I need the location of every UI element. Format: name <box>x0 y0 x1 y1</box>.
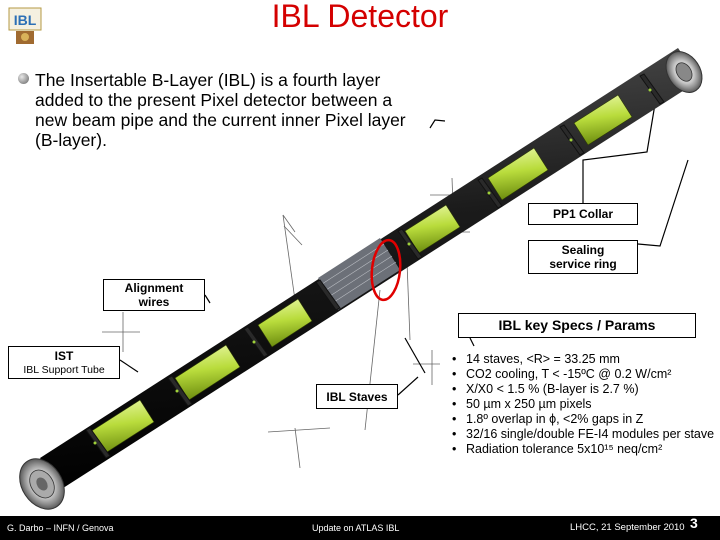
page-number: 3 <box>690 515 698 531</box>
spec-item: 14 staves, <R> = 33.25 mm <box>452 352 717 367</box>
sealing-label-line2: service ring <box>549 257 617 271</box>
footer-author: G. Darbo – INFN / Genova <box>7 523 114 533</box>
sealing-ring-highlight <box>370 238 402 302</box>
spec-item: X/X0 < 1.5 % (B-layer is 2.7 %) <box>452 382 717 397</box>
ibl-staves-label: IBL Staves <box>316 384 398 409</box>
alignment-label-line1: Alignment <box>124 281 184 295</box>
spec-item: 50 µm x 250 µm pixels <box>452 397 717 412</box>
ist-label-line1: IST <box>54 349 74 363</box>
page-title: IBL Detector <box>271 0 449 34</box>
ist-label-line2: IBL Support Tube <box>23 364 105 376</box>
footer-bar <box>0 516 720 540</box>
intro-paragraph: The Insertable B-Layer (IBL) is a fourth… <box>18 70 428 150</box>
bullet-icon <box>18 73 29 84</box>
spec-item: Radiation tolerance 5x10¹⁵ neq/cm² <box>452 442 717 457</box>
spec-item: 32/16 single/double FE-I4 modules per st… <box>452 427 717 442</box>
spec-item: CO2 cooling, T < -15ºC @ 0.2 W/cm² <box>452 367 717 382</box>
sealing-label-line1: Sealing <box>561 243 605 257</box>
ibl-logo: IBL <box>8 7 42 44</box>
logo-text: IBL <box>14 12 37 28</box>
sealing-ring-label: Sealing service ring <box>528 240 638 274</box>
pp1-collar-label: PP1 Collar <box>528 203 638 225</box>
intro-text: The Insertable B-Layer (IBL) is a fourth… <box>35 70 406 150</box>
footer-talk-title: Update on ATLAS IBL <box>312 523 400 533</box>
alignment-wires-label: Alignment wires <box>103 279 205 311</box>
spec-item: 1.8º overlap in ϕ, <2% gaps in Z <box>452 412 717 427</box>
footer-event-date: LHCC, 21 September 2010 <box>570 522 685 533</box>
alignment-label-line2: wires <box>138 295 170 309</box>
ist-label: IST IBL Support Tube <box>8 346 120 379</box>
specs-list: 14 staves, <R> = 33.25 mm CO2 cooling, T… <box>452 352 717 457</box>
specs-heading: IBL key Specs / Params <box>458 313 696 338</box>
